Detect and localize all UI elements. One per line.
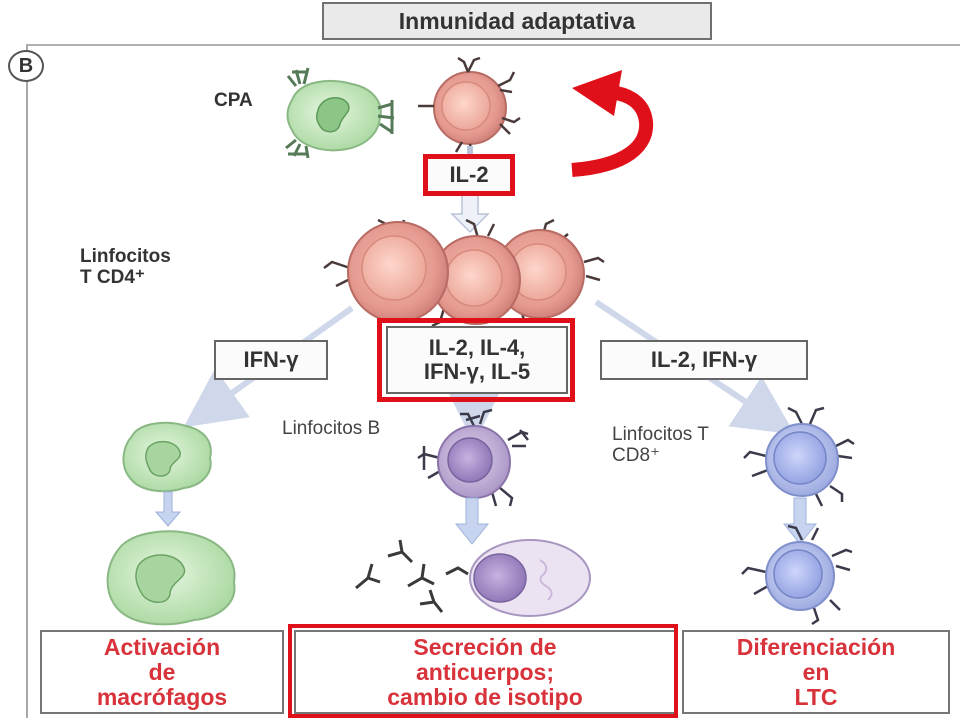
ctl-cell xyxy=(741,524,853,626)
b-cell xyxy=(417,408,529,507)
macrophage-large xyxy=(106,530,236,626)
outcome-center-text: Secreción de anticuerpos; cambio de isot… xyxy=(387,633,583,710)
t-cell-initial xyxy=(418,56,521,163)
outcome-right-text: Diferenciación en LTC xyxy=(736,633,896,710)
label-t-cd4: Linfocitos T CD4⁺ xyxy=(80,246,171,288)
cytokine-box-left: IFN-γ xyxy=(214,340,328,380)
down-arrow-icon xyxy=(454,497,490,545)
page-title: Inmunidad adaptativa xyxy=(322,2,712,40)
label-cpa: CPA xyxy=(214,90,253,111)
label-t-cd8: Linfocitos T CD8⁺ xyxy=(612,424,709,466)
outcome-center: Secreción de anticuerpos; cambio de isot… xyxy=(294,630,676,714)
panel-label: B xyxy=(8,50,44,82)
label-b-cells: Linfocitos B xyxy=(282,418,381,439)
outcome-left-text: Activación de macrófagos xyxy=(96,633,228,710)
cytokine-box-right: IL-2, IFN-γ xyxy=(600,340,808,380)
outcome-left: Activación de macrófagos xyxy=(40,630,284,714)
curved-red-arrow-icon xyxy=(571,70,654,177)
down-arrow-icon xyxy=(154,491,182,527)
apc-cell xyxy=(285,67,395,159)
antibodies xyxy=(355,539,469,613)
highlight-box-outcome xyxy=(288,624,678,718)
down-arrow-icon xyxy=(450,193,490,234)
cytokine-box-center: IL-2, IL-4, IFN-γ, IL-5 xyxy=(386,326,568,394)
t-cd4-cell-cluster xyxy=(323,218,605,328)
cd8-t-cell xyxy=(743,406,855,507)
down-arrow-icon xyxy=(782,497,818,545)
macrophage-small xyxy=(122,421,212,493)
plasma-cell xyxy=(469,539,591,617)
page-frame xyxy=(26,44,960,718)
outcome-right: Diferenciación en LTC xyxy=(682,630,950,714)
highlight-box-center xyxy=(377,318,575,402)
cytokine-box-il2: IL-2 xyxy=(423,154,515,196)
